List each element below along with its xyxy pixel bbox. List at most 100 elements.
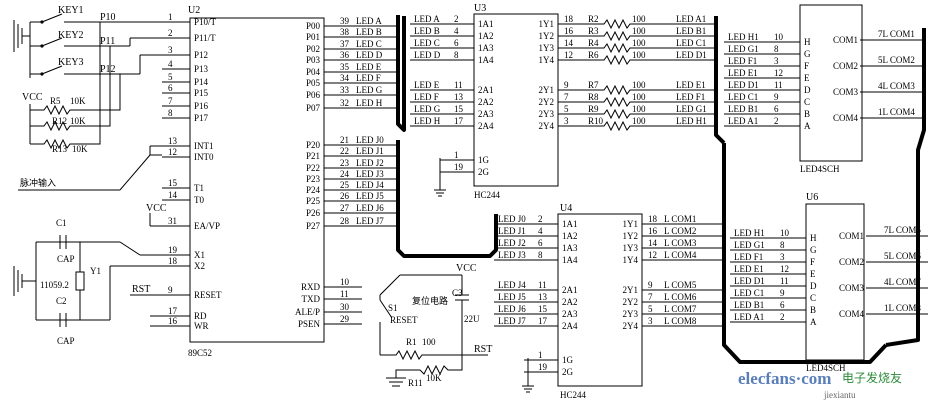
led_top-pin-number: 10 [774, 32, 784, 42]
u3-out-wire [558, 120, 716, 132]
u3-res-ref: R9 [588, 104, 599, 114]
led_top-pin-number: 3 [774, 56, 779, 66]
u4-pin-number: 13 [538, 292, 548, 302]
u2-pin-name: X2 [194, 261, 205, 271]
u3-pin-number: 19 [454, 162, 464, 172]
u3-pin-number: 8 [454, 50, 459, 60]
u4-ref: U4 [560, 203, 572, 214]
c2-value: CAP [57, 336, 75, 346]
u3-out-wire [558, 108, 716, 120]
u2-pin-name: EA/VP [194, 221, 220, 231]
led_bottom-com-net: 4L COM7 [884, 277, 921, 287]
led_bottom-net-label: LED A1 [734, 312, 764, 322]
bus-port0 [396, 15, 406, 132]
u2-pin-number: 23 [340, 158, 350, 168]
u3-net-label: LED E [414, 80, 440, 90]
u3-pin-number: 16 [564, 26, 574, 36]
u4-pin-name: 1A3 [562, 243, 578, 253]
u3-pin-number: 2 [454, 14, 459, 24]
r13-value: 10K [72, 144, 88, 154]
key3-label: KEY3 [58, 57, 84, 68]
c1-ref: C1 [56, 218, 67, 228]
led_bottom-com-name: COM1 [839, 231, 864, 241]
led_bottom-net-label: LED H1 [734, 228, 765, 238]
u2-net-label: LED E [356, 62, 382, 72]
u4-pin-number: 18 [648, 214, 658, 224]
key2-net: P11 [100, 36, 115, 47]
u3-pin-number: 6 [454, 38, 459, 48]
led_top-seg-name: H [804, 37, 811, 47]
led_bottom-pin-number: 8 [780, 240, 785, 250]
led_top-seg-name: A [804, 121, 811, 131]
u2-net-label: LED J1 [356, 146, 384, 156]
u2-pin-number: 32 [340, 98, 349, 108]
bus-com-right [885, 28, 926, 347]
key2-label: KEY2 [58, 30, 84, 41]
u4-net-label: L COM6 [664, 292, 697, 302]
u2-pin-number: 13 [168, 136, 178, 146]
u2-pin-number: 37 [340, 39, 350, 49]
resistor-r13: R13 10K [30, 22, 101, 154]
u4-pin-name: 2A3 [562, 309, 578, 319]
u4-net-label: L COM4 [664, 250, 697, 260]
u4-pin-name: 2A2 [562, 297, 578, 307]
led_bottom-pin-number: 3 [780, 252, 785, 262]
u4-net-label: L COM7 [664, 304, 697, 314]
u3-net-label: LED G [414, 104, 441, 114]
u2-pin-number: 31 [168, 216, 177, 226]
u3-pin-number: 3 [564, 116, 569, 126]
u2-net-label: LED J2 [356, 158, 384, 168]
u2-pin-name: P13 [194, 64, 209, 74]
u2-pin-name: X1 [194, 250, 205, 260]
led_top-com-name: COM3 [833, 87, 859, 97]
led_bottom-com-net: 1L COM8 [884, 303, 921, 313]
u2-pin-number: 16 [168, 316, 178, 326]
u3-pin-name: 1Y2 [539, 31, 555, 41]
u2-pin-name: P03 [306, 55, 321, 65]
u4-pin-name: 1G [562, 355, 574, 365]
y1-ref: Y1 [90, 266, 101, 276]
u3-out-wire [558, 54, 716, 66]
led-bottom-part: LED4SCH [806, 363, 846, 373]
u3-pin-number: 12 [564, 50, 573, 60]
u3-res-value: 100 [632, 26, 646, 36]
led_top-pin-number: 8 [774, 44, 779, 54]
u2-pin-name: RESET [194, 290, 222, 300]
u2-net-label: LED J5 [356, 191, 384, 201]
u3-net-label: LED C [414, 38, 440, 48]
led_top-pin-number: 2 [774, 116, 779, 126]
u2-pin-name: P12 [194, 50, 208, 60]
u2-pin-number: 3 [168, 45, 173, 55]
reset-circuit: VCC C3 22U 复位电路 S1 RESET R1 100 RST R11 … [379, 263, 492, 388]
u4-net-label: LED J5 [498, 292, 526, 302]
led_bottom-net-label: LED B1 [734, 300, 764, 310]
u4-pin-number: 4 [538, 226, 543, 236]
led_bottom-seg-name: H [810, 233, 817, 243]
led_bottom-pin-number: 6 [780, 300, 785, 310]
u3-pin-name: 1Y1 [539, 19, 555, 29]
u4-net-label: LED J6 [498, 304, 526, 314]
led_bottom-com-net: 7L COM5 [884, 225, 921, 235]
c1-value: CAP [57, 254, 75, 264]
led_bottom-pin-number: 9 [780, 288, 785, 298]
r5-value: 10K [70, 96, 86, 106]
u2-pin-name: P26 [306, 208, 321, 218]
r1-ref: R1 [406, 337, 417, 347]
led_top-net-label: LED D1 [728, 80, 759, 90]
led_top-com-name: COM2 [833, 61, 858, 71]
r12-ref: R12 [52, 116, 67, 126]
u2-net-label: LED F [356, 73, 381, 83]
u2-pin-name: P15 [194, 88, 209, 98]
r13-ref: R13 [52, 144, 68, 154]
u2-pin-name: P24 [306, 185, 321, 195]
u3-pin-name: 2Y1 [539, 85, 555, 95]
led_top-seg-name: E [804, 73, 810, 83]
u4-pin-name: 1Y3 [623, 243, 639, 253]
rst-label: RST [132, 284, 150, 295]
led_bottom-seg-name: F [810, 257, 815, 267]
s1-label: RESET [390, 315, 418, 325]
reset-rst: RST [474, 344, 492, 355]
led_bottom-seg-name: D [810, 281, 817, 291]
